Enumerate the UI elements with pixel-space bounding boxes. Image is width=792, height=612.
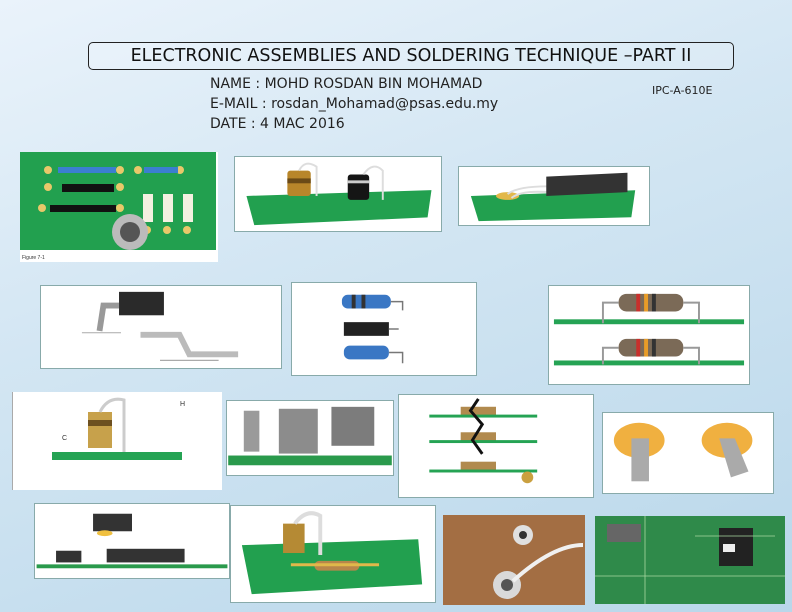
pcb-component-layout-figure: Figure 7-1	[20, 152, 218, 262]
presentation-date: DATE : 4 MAC 2016	[210, 116, 345, 132]
pcb-layout-illustration: Figure 7-1	[20, 152, 216, 261]
capacitor-stress-relief-figure	[230, 505, 436, 603]
ic-mounting-figure	[34, 503, 230, 579]
author-email: E-MAIL : rosdan_Mohamad@psas.edu.my	[210, 96, 499, 112]
standard-label: IPC-A-610E	[652, 84, 713, 97]
pin-through-hole-figure	[602, 412, 774, 494]
height-label: H	[180, 401, 185, 408]
lead-clinch-figure	[398, 394, 594, 498]
capacitor-height-figure: H C	[12, 392, 222, 490]
relay-components-figure	[226, 400, 394, 476]
smd-component-figure	[458, 166, 650, 226]
gull-wing-lead-figure	[40, 285, 282, 369]
clearance-label: C	[62, 435, 67, 442]
author-name: NAME : MOHD ROSDAN BIN MOHAMAD	[210, 76, 483, 92]
resistor-mounting-figure	[548, 285, 750, 385]
through-hole-capacitors-figure	[234, 156, 442, 232]
pcb-closeup-photo	[595, 516, 785, 604]
author-info: NAME : MOHD ROSDAN BIN MOHAMAD E-MAIL : …	[210, 74, 498, 134]
soldering-photo	[443, 515, 585, 605]
figure-caption: Figure 7-1	[22, 255, 45, 261]
axial-lead-bend-figure	[291, 282, 477, 376]
page-title: ELECTRONIC ASSEMBLIES AND SOLDERING TECH…	[88, 42, 734, 70]
